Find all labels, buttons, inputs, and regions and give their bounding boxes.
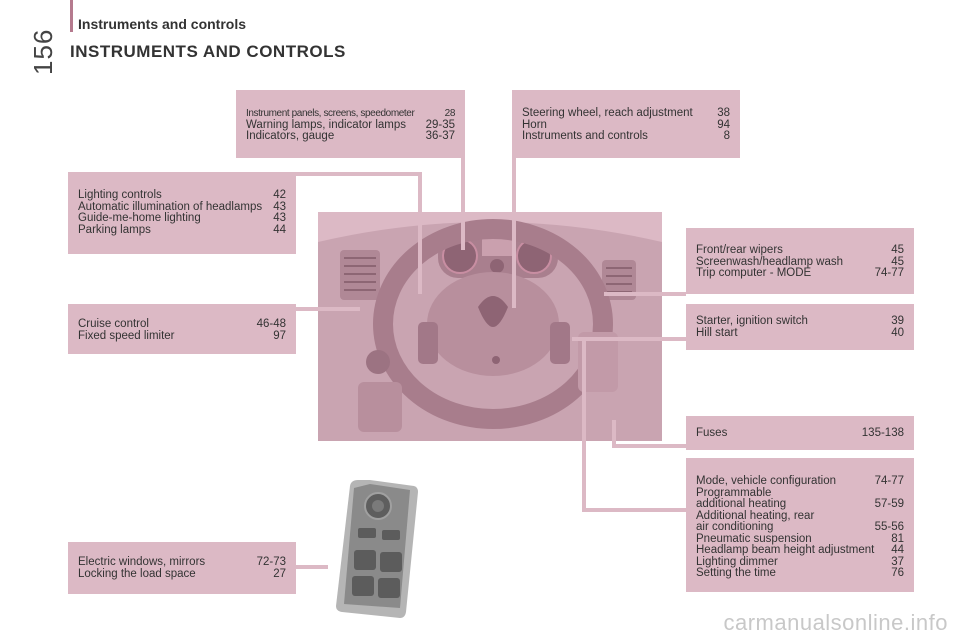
- connector-starter: [572, 337, 686, 341]
- connector-cruise: [296, 307, 360, 311]
- window-switch-panel-illustration: [336, 480, 418, 618]
- connector-fuses-h: [612, 444, 686, 448]
- connector-mode-h: [582, 508, 686, 512]
- footer-watermark: carmanualsonline.info: [723, 610, 948, 635]
- connector-wipers: [604, 292, 686, 296]
- header-accent-bar: [70, 0, 73, 32]
- connector-instrument-panels: [461, 158, 465, 250]
- section-title: Instruments and controls: [78, 16, 247, 32]
- connector-fuses-v: [612, 420, 616, 448]
- list-item: Programmable: [696, 486, 772, 499]
- connector-windows: [296, 565, 328, 569]
- page-number: 156: [28, 28, 58, 75]
- connector-steering: [512, 158, 516, 308]
- connector-lighting-h: [296, 172, 420, 176]
- dashboard-illustration: [318, 212, 662, 441]
- dashboard-drawing: [318, 212, 662, 441]
- page-title: INSTRUMENTS AND CONTROLS: [70, 42, 346, 61]
- list-item: Additional heating, rear: [696, 509, 815, 522]
- connector-lighting-v: [418, 172, 422, 294]
- connector-mode-v: [582, 340, 586, 512]
